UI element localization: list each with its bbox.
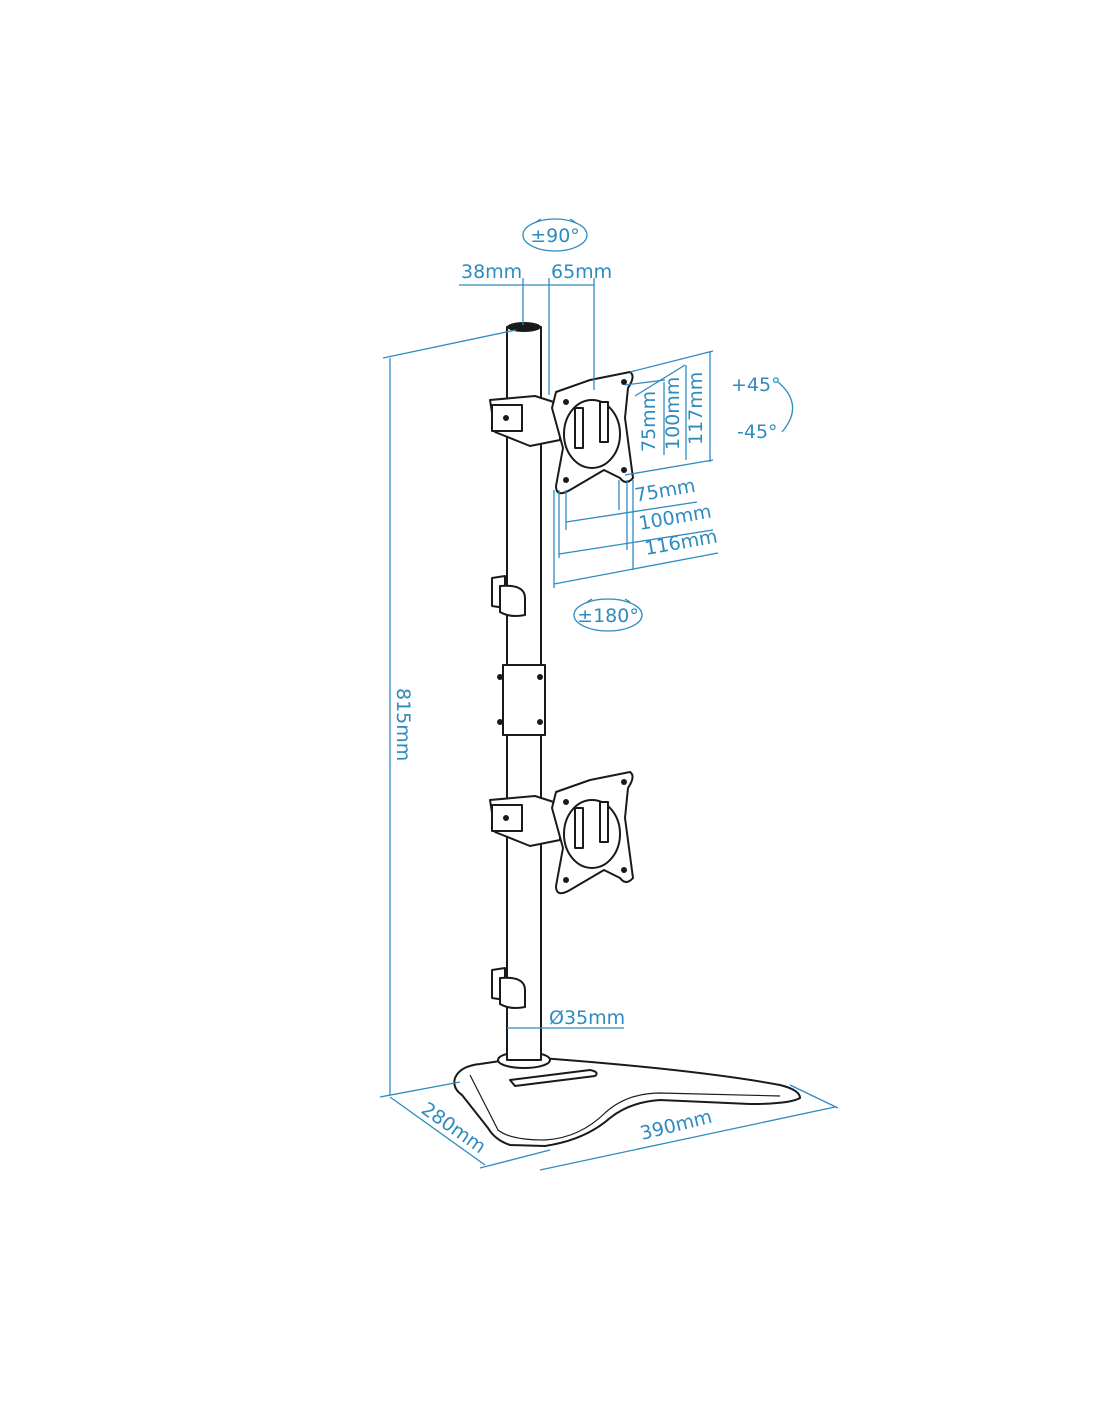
pole-diameter-label: Ø35mm xyxy=(549,1007,625,1029)
cable-clip-lower xyxy=(491,967,526,1009)
pole xyxy=(497,322,546,1061)
monitor-bracket-upper xyxy=(489,371,634,495)
offset-pole-label: 38mm xyxy=(461,261,522,283)
rotation-label: ±180° xyxy=(577,605,639,627)
cable-clip-upper xyxy=(491,575,526,617)
total-height-label: 815mm xyxy=(392,688,414,761)
tilt-down-label: -45° xyxy=(737,421,778,443)
dimension-lines xyxy=(379,218,839,1171)
vesa-h75-label: 75mm xyxy=(633,475,697,507)
tilt-top-label: ±90° xyxy=(530,225,580,247)
stand-base xyxy=(453,1051,801,1147)
base-width-label: 390mm xyxy=(638,1106,714,1145)
vesa-v100-label: 100mm xyxy=(662,377,684,450)
monitor-bracket-lower xyxy=(489,771,634,895)
offset-plate-label: 65mm xyxy=(551,261,612,283)
plate-height-label: 117mm xyxy=(685,372,707,445)
vesa-v75-label: 75mm xyxy=(638,391,660,452)
tilt-up-label: +45° xyxy=(731,374,781,396)
